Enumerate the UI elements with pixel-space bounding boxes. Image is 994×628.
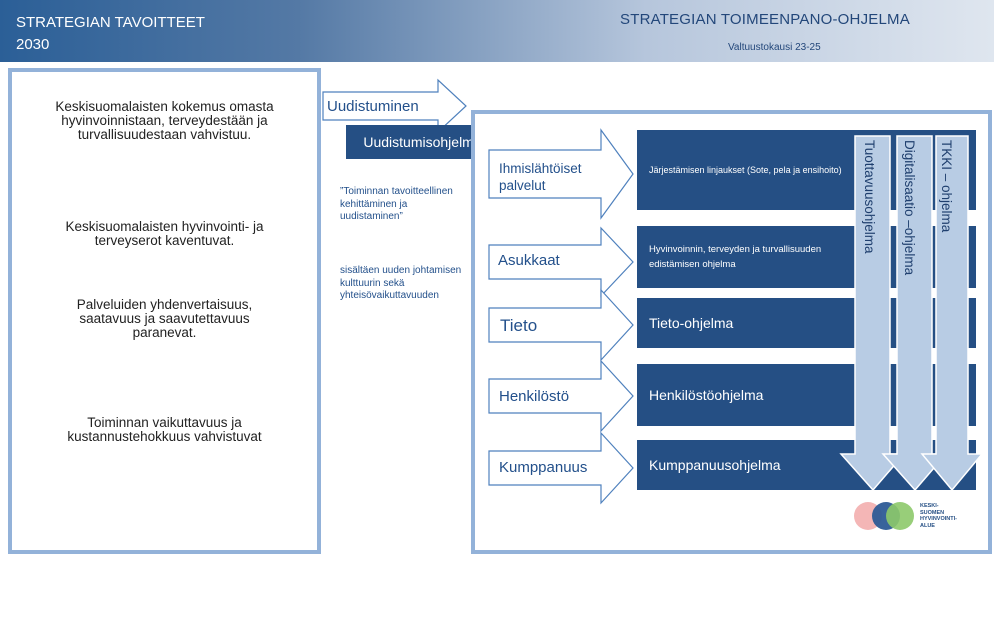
logo-line-1: KESKI-: [920, 503, 939, 509]
vertical-arrows: [839, 135, 984, 492]
program-title: STRATEGIAN TOIMEENPANO-OHJELMA: [620, 11, 910, 28]
goals-panel: Keskisuomalaisten kokemus omasta hyvinvo…: [8, 68, 321, 554]
row-arrow-2: [488, 226, 634, 298]
row-arrow-5: [488, 431, 634, 505]
row-5-program-label: Kumppanuusohjelma: [649, 457, 781, 473]
row-1-arrow-label: Ihmislähtöiset palvelut: [499, 161, 582, 193]
renewal-arrow: [322, 78, 467, 134]
row-2-program-label: Hyvinvoinnin, terveyden ja turvallisuude…: [649, 244, 822, 270]
row-arrows: [488, 128, 634, 505]
goal-3: Palveluiden yhdenvertaisuus, saatavuus j…: [76, 297, 253, 340]
row-4-arrow-label: Henkilöstö: [499, 388, 570, 405]
vertical-program-1: Tuottavuusohjelma: [862, 140, 877, 254]
logo-line-3: HYVINVOINTI-: [920, 516, 957, 522]
renewal-description: sisältäen uuden johtamisen kulttuurin se…: [340, 265, 462, 301]
vertical-program-2: Digitalisaatio –ohjelma: [902, 140, 917, 276]
vertical-arrow-2: [881, 135, 948, 492]
row-2-arrow-label: Asukkaat: [498, 252, 560, 269]
goal-1: Keskisuomalaisten kokemus omasta hyvinvo…: [55, 99, 274, 142]
row-3-arrow-label: Tieto: [500, 316, 538, 335]
logo-line-4: ALUE: [920, 522, 935, 529]
goal-2: Keskisuomalaisten hyvinvointi- ja tervey…: [65, 219, 264, 248]
row-1-program-label: Järjestämisen linjaukset (Sote, pela ja …: [649, 165, 842, 175]
row-arrow-3: [488, 288, 634, 362]
vertical-arrow-3: [920, 135, 984, 492]
renewal-arrow-label: Uudistuminen: [327, 98, 419, 115]
row-arrow-4: [488, 359, 634, 433]
header-band: [0, 0, 994, 62]
row-5-arrow-label: Kumppanuus: [499, 459, 588, 476]
council-term: Valtuustokausi 23-25: [728, 42, 821, 53]
vertical-program-3: TKKI – ohjelma: [939, 140, 954, 233]
row-4-program-label: Henkilöstöohjelma: [649, 387, 764, 403]
goals-title-line1: STRATEGIAN TAVOITTEET: [16, 14, 205, 31]
renewal-program-label: Uudistumisohjelma: [363, 134, 482, 150]
goal-4: Toiminnan vaikuttavuus ja kustannustehok…: [67, 415, 262, 444]
wellbeing-area-logo-mark: [854, 502, 914, 530]
goals-title-line2: 2030: [16, 36, 50, 53]
goals-title: STRATEGIAN TAVOITTEET 2030: [16, 12, 276, 56]
row-arrow-1: [488, 128, 634, 220]
row-3-program-label: Tieto-ohjelma: [649, 315, 734, 331]
logo-line-2: SUOMEN: [920, 509, 945, 516]
vertical-arrow-1: [839, 135, 906, 492]
wellbeing-area-logo-text: KESKI- SUOMEN HYVINVOINTI- ALUE: [920, 503, 957, 529]
renewal-quote: ”Toiminnan tavoitteellinen kehittäminen …: [340, 186, 453, 222]
